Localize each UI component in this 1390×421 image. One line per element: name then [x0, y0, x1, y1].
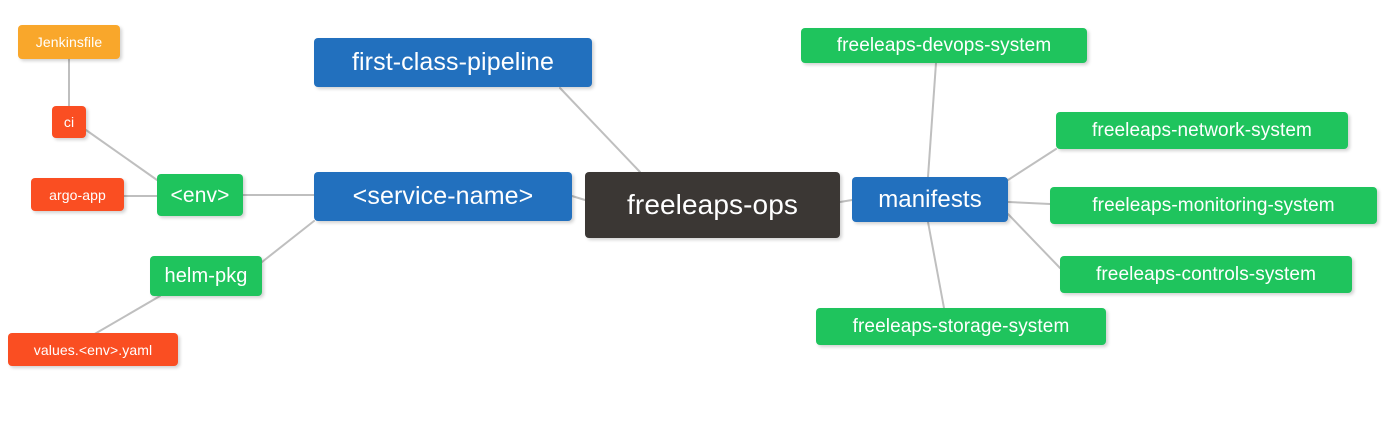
node-ci[interactable]: ci	[52, 106, 86, 138]
node-network[interactable]: freeleaps-network-system	[1056, 112, 1348, 149]
node-env[interactable]: <env>	[157, 174, 243, 216]
node-manifests[interactable]: manifests	[852, 177, 1008, 222]
edge-storage-to-manifests	[927, 221, 945, 309]
edge-pipeline-to-freeleaps-ops	[559, 87, 641, 173]
edge-service-name-to-helm-pkg	[261, 220, 315, 263]
edge-ci-to-env	[85, 129, 158, 181]
edge-network-to-manifests	[1007, 148, 1057, 181]
edge-freeleaps-ops-to-manifests	[839, 199, 853, 203]
node-devops[interactable]: freeleaps-devops-system	[801, 28, 1087, 63]
edge-monitoring-to-manifests	[1007, 201, 1051, 205]
node-helm-pkg[interactable]: helm-pkg	[150, 256, 262, 296]
node-controls[interactable]: freeleaps-controls-system	[1060, 256, 1352, 293]
node-values-yaml[interactable]: values.<env>.yaml	[8, 333, 178, 366]
node-freeleaps-ops[interactable]: freeleaps-ops	[585, 172, 840, 238]
edge-service-name-to-freeleaps-ops	[571, 195, 586, 201]
edge-devops-to-manifests	[927, 62, 937, 178]
node-monitoring[interactable]: freeleaps-monitoring-system	[1050, 187, 1377, 224]
node-jenkinsfile[interactable]: Jenkinsfile	[18, 25, 120, 59]
node-storage[interactable]: freeleaps-storage-system	[816, 308, 1106, 345]
node-argo-app[interactable]: argo-app	[31, 178, 124, 211]
node-service-name[interactable]: <service-name>	[314, 172, 572, 221]
node-pipeline[interactable]: first-class-pipeline	[314, 38, 592, 87]
